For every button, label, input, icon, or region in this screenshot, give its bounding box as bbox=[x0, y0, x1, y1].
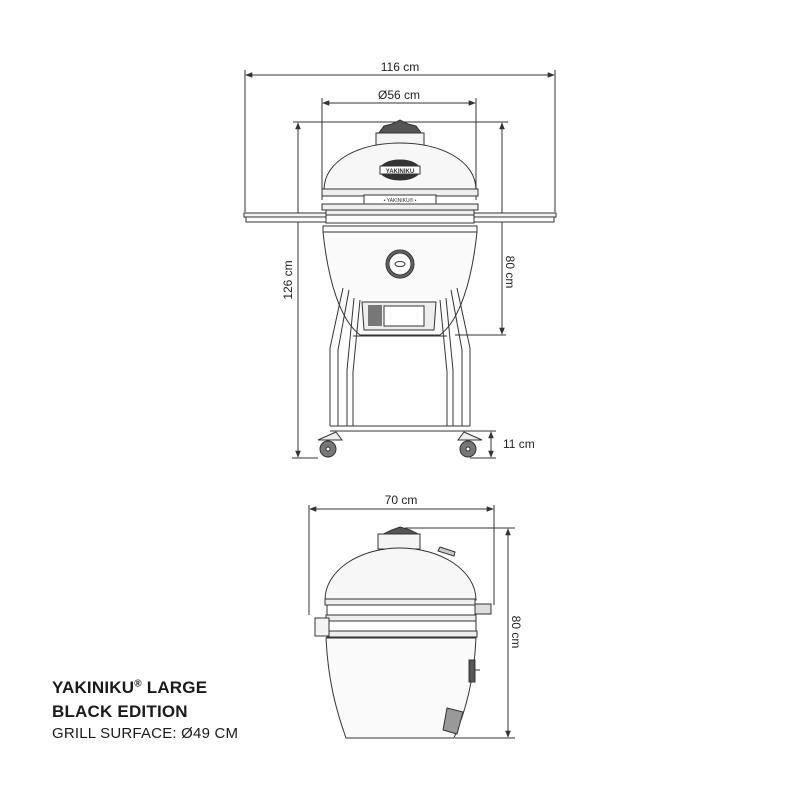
handle bbox=[474, 603, 492, 615]
dimension-total-width: 116 cm bbox=[244, 60, 556, 212]
product-name-text: YAKINIKU bbox=[52, 678, 135, 697]
dimension-side-height: 80 cm bbox=[405, 527, 523, 739]
caster-wheel-right bbox=[457, 431, 483, 458]
draft-door bbox=[361, 301, 437, 331]
side-shelf-right bbox=[473, 212, 557, 223]
hinge bbox=[314, 617, 330, 637]
front-view: 116 cm Ø56 cm 126 cm 80 cm 11 c bbox=[243, 60, 557, 459]
product-edition: BLACK EDITION bbox=[52, 702, 188, 721]
dimension-wheel-height: 11 cm bbox=[470, 430, 535, 459]
product-size: LARGE bbox=[146, 678, 208, 697]
side-draft-door bbox=[442, 707, 464, 735]
dimension-depth: 70 cm bbox=[308, 493, 495, 615]
grill-surface: GRILL SURFACE: Ø49 CM bbox=[52, 725, 238, 742]
svg-text:YAKINIKU: YAKINIKU bbox=[386, 169, 414, 175]
dimension-total-height: 126 cm bbox=[281, 122, 318, 459]
side-shelf-left bbox=[243, 212, 327, 223]
grill-surface-value: Ø49 CM bbox=[181, 725, 239, 742]
total-height-label: 126 cm bbox=[281, 260, 295, 299]
side-dome bbox=[324, 547, 477, 601]
side-top-vent bbox=[377, 526, 421, 550]
dimension-body-height: 80 cm bbox=[455, 122, 517, 336]
lower-body bbox=[322, 225, 478, 336]
dimension-dome-diameter: Ø56 cm bbox=[321, 88, 477, 200]
side-height-label: 80 cm bbox=[509, 616, 523, 649]
grill-surface-label: GRILL SURFACE: bbox=[52, 725, 177, 742]
logo-badge: YAKINIKU bbox=[379, 159, 421, 181]
total-width-label: 116 cm bbox=[381, 60, 419, 74]
stand bbox=[329, 287, 471, 432]
registered-mark: ® bbox=[134, 678, 142, 690]
caster-wheel-left bbox=[317, 431, 343, 458]
body-height-label: 80 cm bbox=[503, 256, 517, 289]
wheel-height-label: 11 cm bbox=[503, 437, 535, 451]
depth-label: 70 cm bbox=[385, 493, 418, 507]
band-label: • YAKINIKU® • bbox=[384, 197, 417, 204]
side-view: 70 cm 80 cm bbox=[308, 493, 523, 739]
dome-diameter-label: Ø56 cm bbox=[378, 88, 420, 102]
product-name: YAKINIKU® LARGE bbox=[52, 678, 207, 698]
circular-vent bbox=[385, 249, 415, 279]
